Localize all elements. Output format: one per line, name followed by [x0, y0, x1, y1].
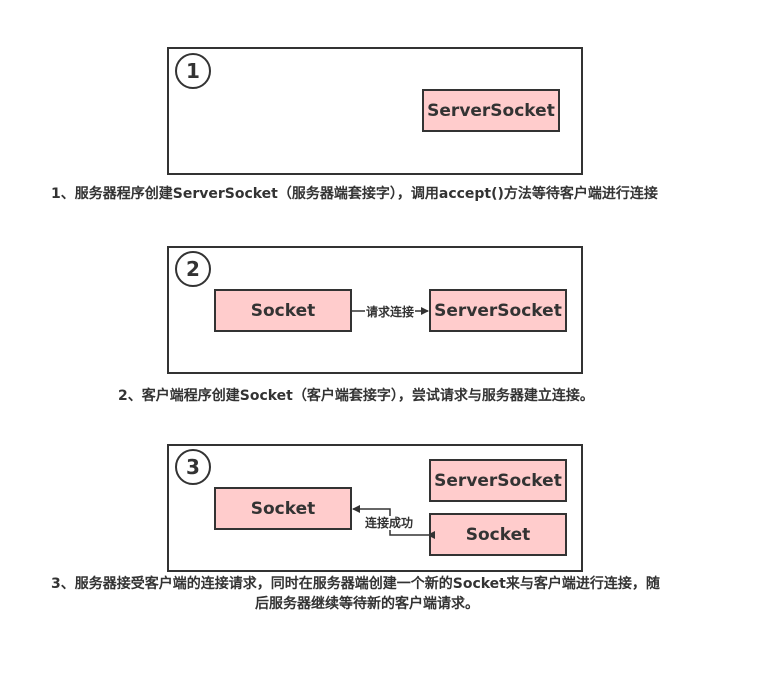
- step1-number-badge: 1: [175, 53, 211, 89]
- step3-number-badge: 3: [175, 449, 211, 485]
- step3-caption-line1: 3、服务器接受客户端的连接请求，同时在服务器端创建一个新的Socket来与客户端…: [51, 576, 660, 592]
- step2-serversocket-box: ServerSocket: [429, 289, 567, 332]
- step3-serversocket-box: ServerSocket: [429, 459, 567, 502]
- step2-caption: 2、客户端程序创建Socket（客户端套接字），尝试请求与服务器建立连接。: [118, 388, 594, 404]
- step3-client-socket-box: Socket: [214, 487, 352, 530]
- step2-socket-box: Socket: [214, 289, 352, 332]
- step1-caption: 1、服务器程序创建ServerSocket（服务器端套接字），调用accept(…: [51, 186, 658, 202]
- step3-server-socket-box: Socket: [429, 513, 567, 556]
- step2-request-label: 请求连接: [365, 305, 416, 319]
- step3-connection-label: 连接成功: [364, 516, 415, 530]
- step2-number-badge: 2: [175, 251, 211, 287]
- step1-serversocket-box: ServerSocket: [422, 89, 560, 132]
- step3-caption-line2: 后服务器继续等待新的客户端请求。: [255, 596, 479, 612]
